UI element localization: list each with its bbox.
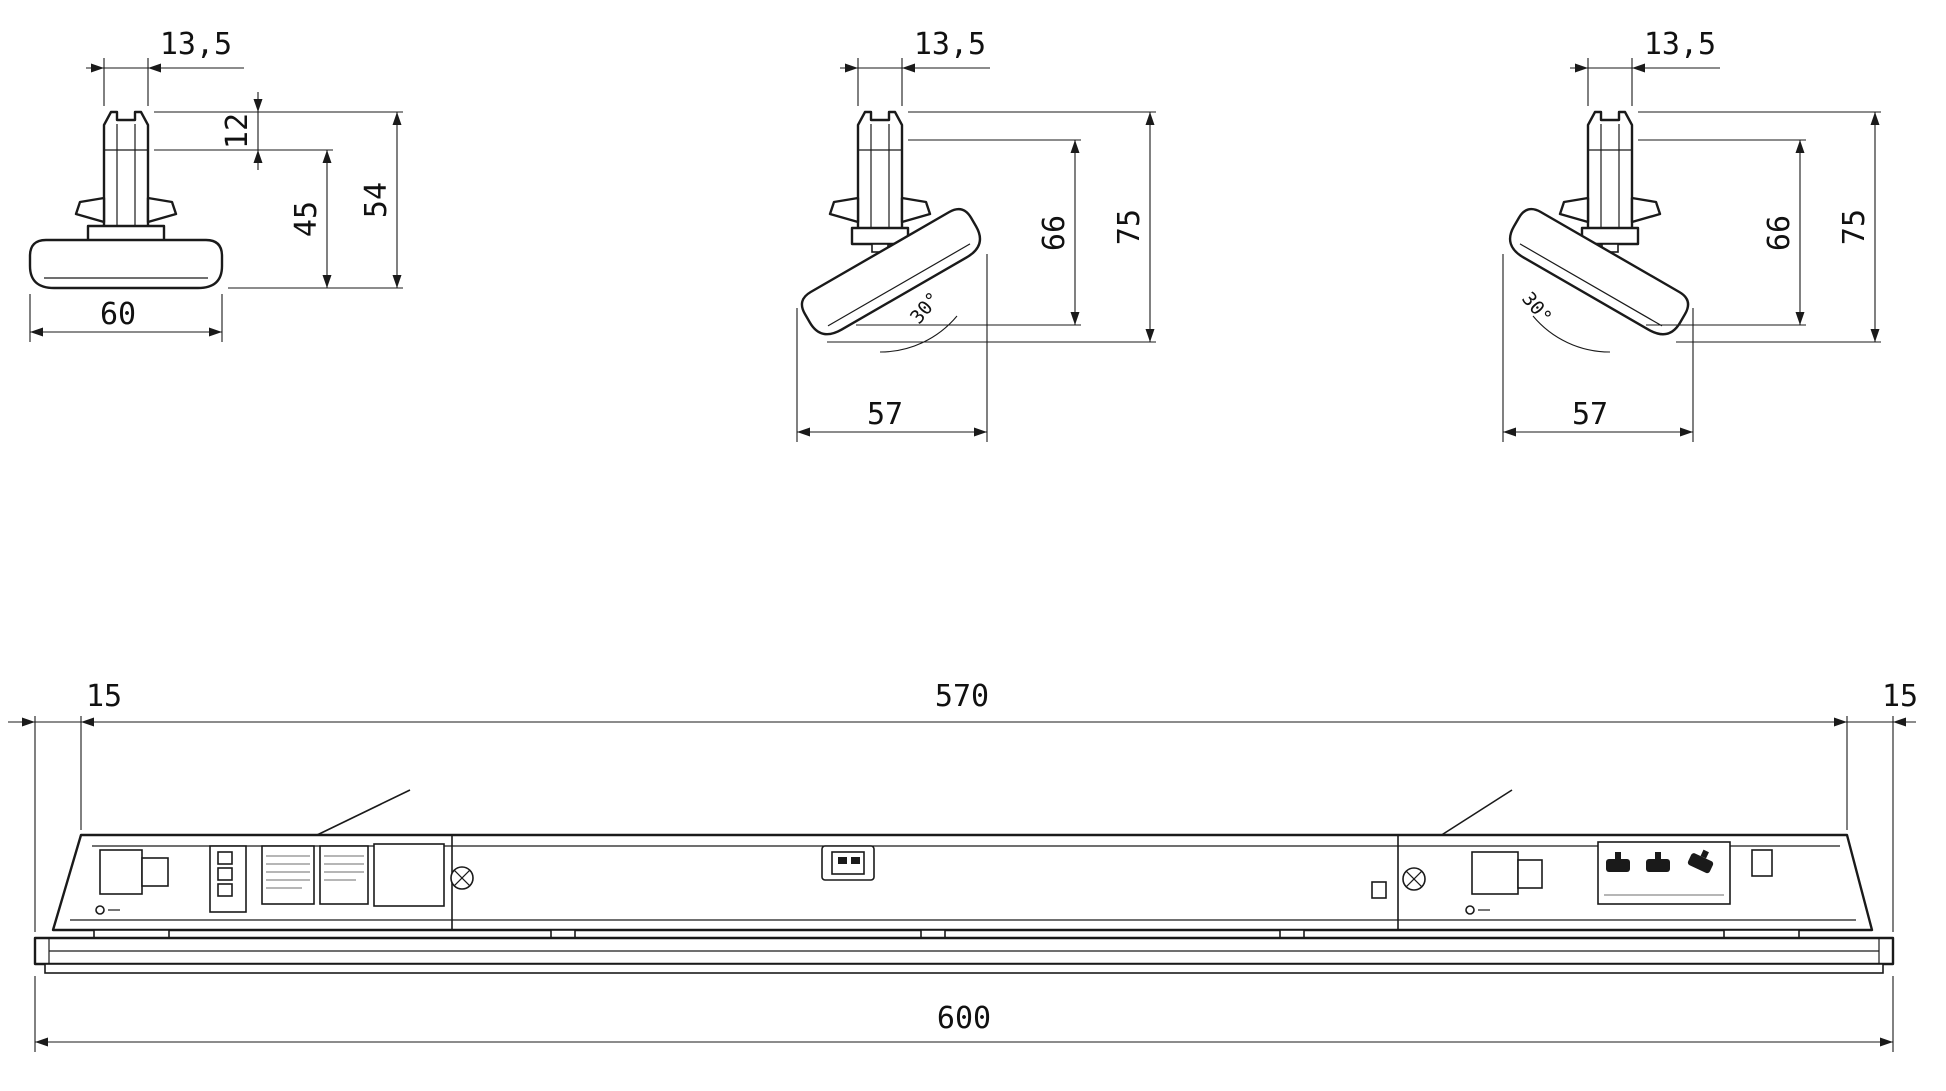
lock-wing-left xyxy=(828,196,860,224)
instruction-label-plate xyxy=(1597,841,1731,905)
center-connector xyxy=(821,845,875,881)
spotlight-icon-straight xyxy=(1646,852,1670,872)
small-switch xyxy=(1371,881,1387,899)
section-view-straight: 13,5 12 45 54 60 xyxy=(28,27,403,342)
dim-label-bottom-width-v3: 57 xyxy=(1572,397,1608,432)
dim-label-top-width-v3: 13,5 xyxy=(1644,27,1716,62)
dim-label-height-total-v1: 54 xyxy=(359,182,394,218)
rating-label-plate xyxy=(261,845,315,905)
rating-label-plate xyxy=(319,845,369,905)
lock-wing-right xyxy=(146,196,178,224)
lock-wing-left xyxy=(1558,196,1590,224)
connector-block xyxy=(1471,851,1519,895)
dim-label-top-width-v2: 13,5 xyxy=(914,27,986,62)
dimension-lines-view2 xyxy=(796,58,1156,442)
section-view-tilt-left: 13,5 66 75 30° 57 xyxy=(795,27,1156,442)
dim-label-top-width-v1: 13,5 xyxy=(160,27,232,62)
gear-section-left xyxy=(95,843,474,915)
dimension-lines-view1 xyxy=(29,58,403,342)
dim-label-end-margin-right: 15 xyxy=(1882,679,1918,714)
indicator-dot xyxy=(1465,905,1475,915)
lock-wing-right xyxy=(900,196,932,224)
spot-head-tilted xyxy=(795,202,989,343)
panel-lip xyxy=(44,963,1884,974)
dim-label-end-margin-left: 15 xyxy=(86,679,122,714)
dimension-lines-elevation-bottom xyxy=(34,976,1894,1052)
lever-right xyxy=(1439,789,1513,837)
track-adapter xyxy=(828,110,932,253)
spot-head-tilted xyxy=(1501,202,1695,343)
screw-icon xyxy=(1402,867,1426,891)
lever-left xyxy=(314,789,411,837)
dim-label-height-mid-v3: 66 xyxy=(1762,215,1797,251)
screw-icon xyxy=(450,866,474,890)
section-view-tilt-right: 13,5 66 75 30° 57 xyxy=(1501,27,1881,442)
indicator-dot xyxy=(95,905,105,915)
dim-label-overall-length: 600 xyxy=(937,1001,991,1036)
track-panel xyxy=(33,936,1895,974)
dimension-lines-elevation-top xyxy=(8,716,1916,932)
spotlight-icon-tilted xyxy=(1687,849,1714,874)
track-adapter xyxy=(1558,110,1662,253)
dim-label-bottom-width-v1: 60 xyxy=(100,297,136,332)
connector-plug xyxy=(1517,859,1543,889)
gear-section-right xyxy=(1371,841,1773,915)
dim-label-bottom-width-v2: 57 xyxy=(867,397,903,432)
dim-label-height-mid-v1: 45 xyxy=(289,201,324,237)
connector-block xyxy=(99,849,143,895)
spot-head xyxy=(28,238,224,290)
dim-label-height-mid-v2: 66 xyxy=(1037,215,1072,251)
side-elevation: 15 570 15 600 xyxy=(8,679,1918,1052)
dimension-lines-view3 xyxy=(1502,58,1881,442)
blank-plate xyxy=(373,843,445,907)
angle-arc xyxy=(1532,315,1611,353)
spotlight-icon-straight xyxy=(1606,852,1630,872)
dim-label-body-length: 570 xyxy=(935,679,989,714)
end-switch xyxy=(1751,849,1773,877)
luminaire-body xyxy=(51,833,1874,932)
lock-wing-right xyxy=(1630,196,1662,224)
dim-label-height-inner-v1: 12 xyxy=(220,113,255,149)
dim-label-height-total-v2: 75 xyxy=(1112,209,1147,245)
connector-plug xyxy=(141,857,169,887)
track-adapter xyxy=(74,110,178,244)
lock-wing-left xyxy=(74,196,106,224)
dim-label-height-total-v3: 75 xyxy=(1837,209,1872,245)
